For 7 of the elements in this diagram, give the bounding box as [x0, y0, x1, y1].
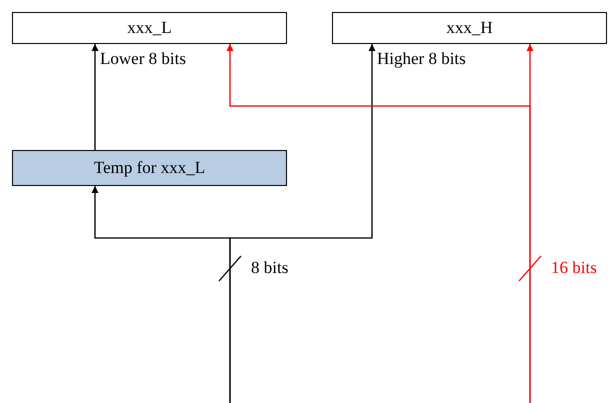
- arrow: [229, 44, 376, 403]
- arrow: [92, 44, 98, 150]
- register-box: Temp for xxx_L: [12, 150, 287, 186]
- register-box: xxx_H: [332, 12, 607, 44]
- arrow: [226, 44, 531, 403]
- edge-label: Higher 8 bits: [376, 49, 467, 69]
- register-box: xxx_L: [12, 12, 287, 44]
